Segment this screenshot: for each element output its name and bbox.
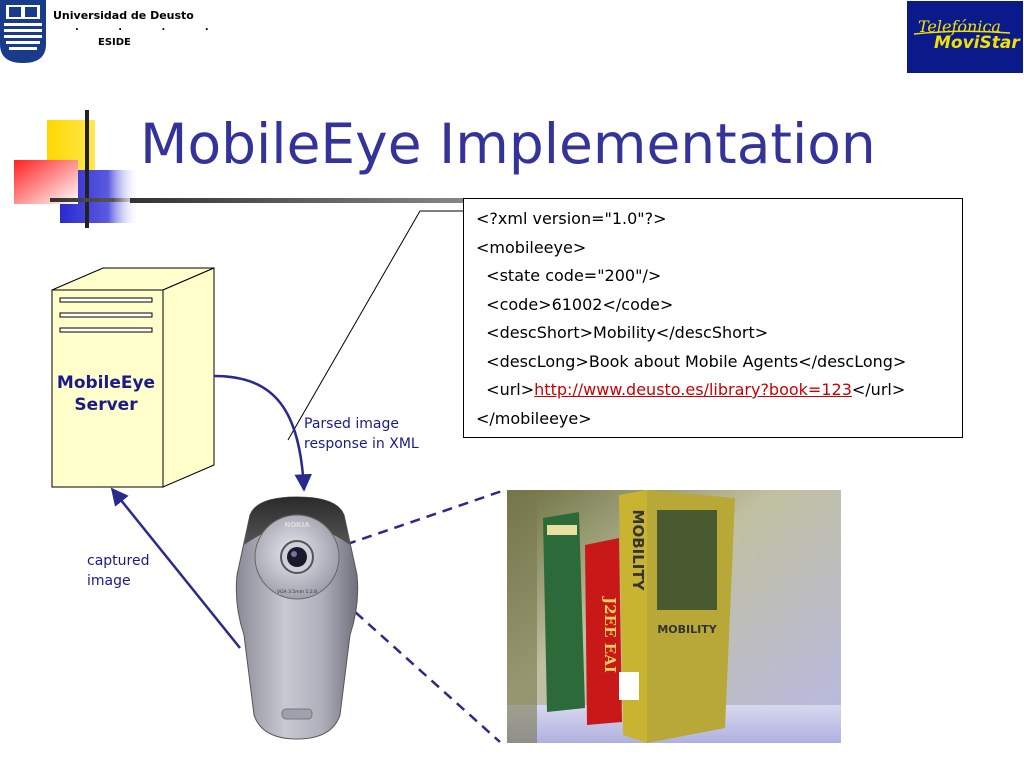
server-label-line1: MobileEye — [56, 373, 156, 393]
title-decoration — [14, 110, 140, 228]
xml-line: <state code="200"/> — [476, 266, 662, 285]
university-logo — [0, 0, 46, 63]
parsed-label-line1: Parsed image — [304, 416, 399, 432]
xml-callout-line — [287, 210, 463, 441]
university-name: Universidad de Deusto — [53, 9, 194, 22]
xml-url-line: <url>http://www.deusto.es/library?book=1… — [476, 376, 962, 405]
xml-response-box: <?xml version="1.0"?> <mobileeye> <state… — [463, 198, 963, 438]
partner-logo — [907, 1, 1023, 73]
phone-image: NOKIA VGA 3.5mm 1:2.8 — [235, 496, 359, 740]
xml-line: <descLong>Book about Mobile Agents</desc… — [476, 351, 907, 371]
capture-arrow — [110, 487, 241, 649]
photo-book2-spine: J2EE EAI — [601, 595, 619, 673]
xml-line: <code>61002</code> — [476, 294, 674, 314]
xml-line: </mobileeye> — [476, 408, 592, 428]
xml-line: <mobileeye> — [476, 237, 587, 257]
parsed-response-label: Parsed image response in XML — [304, 414, 454, 454]
school-name: ESIDE — [98, 37, 131, 48]
xml-line: <?xml version="1.0"?> — [476, 209, 667, 228]
server-label: MobileEye Server — [54, 372, 158, 416]
title-underline — [130, 198, 470, 203]
phone-lens-text: VGA 3.5mm 1:2.8 — [277, 589, 317, 595]
captured-label-line2: image — [87, 573, 131, 589]
captured-label-line1: captured — [87, 553, 150, 569]
partner-logo-line2: MoviStar — [934, 33, 1020, 53]
phone-brand-text: NOKIA — [284, 521, 310, 529]
library-book-link[interactable]: http://www.deusto.es/library?book=123 — [534, 380, 852, 399]
camera-view-line-top — [329, 488, 506, 552]
photo-book1-cover: MOBILITY — [657, 623, 717, 636]
slide-title: MobileEye Implementation — [140, 112, 876, 176]
response-arrow — [213, 374, 312, 492]
captured-photo: J2EE EAI MOBILITY MOBILITY — [507, 490, 841, 743]
captured-image-label: captured image — [87, 551, 167, 591]
parsed-label-line2: response in XML — [304, 436, 419, 452]
partner-logo-line1: Telefónica — [918, 17, 1001, 36]
xml-url-prefix: <url> — [476, 380, 535, 399]
xml-line: <descShort>Mobility</descShort> — [476, 323, 769, 342]
server-box — [51, 267, 215, 488]
photo-book1-spine: MOBILITY — [629, 510, 647, 592]
university-dots: . . . . — [75, 22, 227, 33]
partner-logo-swoosh — [913, 30, 1011, 35]
xml-url-suffix: </url> — [851, 380, 906, 399]
server-label-line2: Server — [74, 395, 138, 415]
